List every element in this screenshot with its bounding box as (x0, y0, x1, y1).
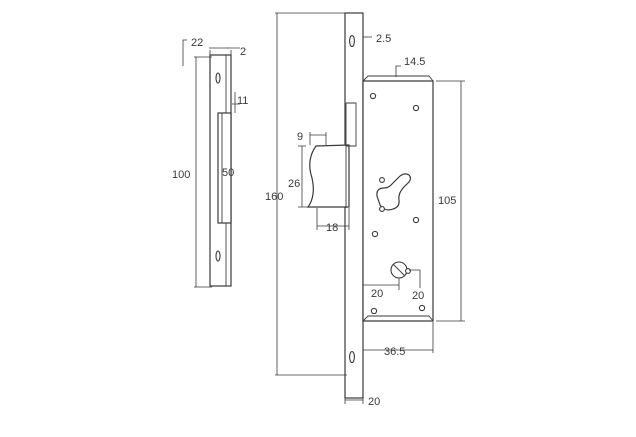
case-screw-bottom-right (418, 304, 426, 312)
case-screw-top-right (412, 104, 420, 112)
dim-line-latch-depth (309, 132, 327, 145)
dim-line-latch-height (298, 145, 308, 208)
dim-strike-thickness: 2 (240, 46, 246, 58)
spindle-screw-upper (379, 177, 385, 183)
strike-plate-opening (217, 112, 232, 224)
dim-strike-opening-height: 50 (222, 167, 234, 179)
dim-strike-width: 22 (191, 37, 203, 49)
dim-cylinder-offset: 20 (371, 288, 383, 300)
dim-case-height: 105 (438, 195, 456, 207)
latch-bolt (306, 144, 350, 208)
lock-case-bottom-lip (362, 315, 434, 322)
lock-case-top-lip (362, 75, 434, 82)
dim-line-faceplate-width (344, 396, 364, 404)
mortise-lock (306, 12, 434, 399)
spindle-cutout (376, 173, 412, 211)
case-screw-top-left (369, 92, 377, 100)
dim-line-case-offset (395, 65, 401, 77)
spindle-screw-lower (379, 206, 385, 212)
dim-faceplate-length: 160 (265, 191, 283, 203)
dim-line-case-height (436, 80, 465, 322)
strike-plate-bottom-screw-hole (215, 250, 221, 262)
dim-latch-width: 18 (326, 222, 338, 234)
faceplate-bottom-screw-hole (349, 350, 355, 364)
dim-latch-depth: 9 (297, 131, 303, 143)
dim-line-opening-width (232, 92, 240, 113)
strike-plate (209, 54, 232, 287)
strike-plate-top-screw-hole (215, 72, 221, 84)
dim-line-thickness (227, 47, 240, 58)
dim-faceplate-width: 20 (368, 396, 380, 408)
dim-line-cylinder-offset (363, 278, 400, 290)
dim-cylinder-height: 20 (412, 290, 424, 302)
dim-latch-height: 26 (288, 178, 300, 190)
dim-case-offset: 14.5 (404, 56, 425, 68)
dim-line-faceplate-length (275, 12, 347, 376)
dim-line-backset (363, 322, 434, 353)
strike-plate-dimensions: 22 2 100 11 50 (172, 37, 248, 288)
faceplate-top-screw-hole (349, 34, 355, 48)
dim-backset: 36.5 (384, 346, 405, 358)
dim-strike-height: 100 (172, 169, 190, 181)
dim-line-cylinder-height (409, 269, 421, 288)
dim-faceplate-offset: 2.5 (376, 33, 391, 45)
latch-bolt-slot (346, 102, 357, 147)
case-screw-mid-left (371, 230, 379, 238)
cylinder-hole-slot (392, 263, 406, 277)
case-screw-mid-right (412, 216, 420, 224)
cylinder-fixing-screw (405, 268, 411, 274)
case-screw-bottom-left (370, 307, 378, 315)
dim-line-latch-width (316, 208, 350, 230)
dim-line-height (194, 56, 212, 288)
dim-strike-opening-width: 11 (237, 95, 248, 107)
lock-dimensions: 160 2.5 14.5 9 26 18 105 20 20 36.5 20 (265, 12, 465, 408)
